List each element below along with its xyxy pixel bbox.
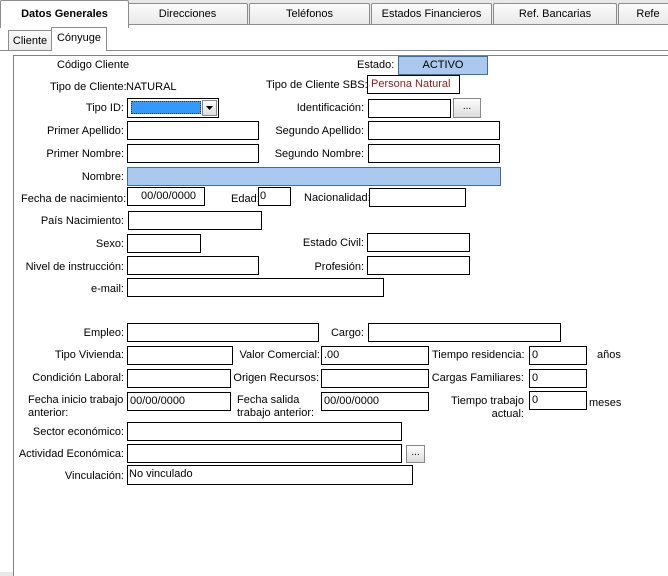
- tipo-cliente-sbs-field: Persona Natural: [367, 75, 460, 94]
- label-estado-civil: Estado Civil:: [302, 237, 364, 249]
- identificacion-lookup-button[interactable]: ...: [453, 98, 481, 118]
- valor-comercial-input[interactable]: .00: [321, 346, 429, 365]
- chevron-down-icon[interactable]: [202, 100, 217, 116]
- label-pais-nacimiento: País Nacimiento:: [40, 215, 124, 227]
- tiempo-residencia-input[interactable]: 0: [529, 346, 587, 365]
- actividad-economica-input[interactable]: [127, 444, 402, 463]
- nivel-instruccion-select[interactable]: [127, 256, 259, 275]
- label-meses: meses: [589, 397, 622, 409]
- label-valor-comercial: Valor Comercial:: [239, 349, 321, 361]
- label-origen-recursos: Origen Recursos:: [233, 372, 319, 384]
- identificacion-input[interactable]: [368, 99, 451, 118]
- sexo-select[interactable]: [127, 234, 201, 253]
- estado-civil-select[interactable]: [367, 233, 470, 252]
- label-tipo-vivienda: Tipo Vivienda:: [54, 349, 124, 361]
- label-tiempo-residencia: Tiempo residencia:: [432, 349, 525, 361]
- tab-referencias[interactable]: Refe: [618, 3, 668, 24]
- label-segundo-apellido: Segundo Apellido:: [275, 125, 364, 137]
- label-fecha-inicio-line2: anterior:: [28, 407, 69, 419]
- label-actividad-economica: Actividad Económica:: [18, 448, 124, 460]
- label-fecha-salida-line2: trabajo anterior:: [237, 407, 315, 419]
- label-tiempo-trabajo-line1: Tiempo trabajo: [451, 395, 524, 407]
- fecha-salida-trabajo-input[interactable]: 00/00/0000: [321, 392, 429, 411]
- subtab-conyuge[interactable]: Cónyuge: [51, 27, 107, 51]
- label-tipo-cliente-sbs: Tipo de Cliente SBS:: [266, 79, 368, 91]
- label-cargo: Cargo:: [330, 327, 364, 339]
- edad-input[interactable]: 0: [258, 187, 291, 206]
- actividad-economica-lookup-button[interactable]: ...: [406, 445, 425, 463]
- label-tipo-cliente: Tipo de Cliente:: [50, 81, 127, 93]
- pais-nacimiento-input[interactable]: [128, 211, 262, 230]
- label-vinculacion: Vinculación:: [64, 470, 124, 482]
- segundo-nombre-input[interactable]: [368, 144, 500, 163]
- label-estado: Estado:: [357, 59, 395, 71]
- profesion-input[interactable]: [367, 256, 470, 275]
- form-panel: [13, 55, 668, 576]
- label-nivel-instruccion: Nivel de instrucción:: [25, 261, 124, 273]
- primer-apellido-input[interactable]: [127, 121, 259, 140]
- label-primer-apellido: Primer Apellido:: [46, 125, 124, 137]
- label-tiempo-trabajo-line2: actual:: [491, 408, 524, 420]
- tipo-id-select[interactable]: [127, 98, 219, 118]
- fecha-inicio-trabajo-input[interactable]: 00/00/0000: [127, 392, 231, 411]
- label-email: e-mail:: [90, 283, 124, 295]
- label-identificacion: Identificación:: [296, 102, 364, 114]
- label-anos: años: [597, 349, 621, 361]
- label-profesion: Profesión:: [314, 261, 364, 273]
- label-fecha-inicio-line1: Fecha inicio trabajo: [28, 394, 124, 406]
- label-nombre: Nombre:: [81, 171, 124, 183]
- cargo-input[interactable]: [368, 323, 561, 342]
- vinculacion-select[interactable]: No vinculado: [127, 465, 413, 485]
- tab-ref-bancarias[interactable]: Ref. Bancarias: [493, 3, 617, 24]
- tiempo-trabajo-input[interactable]: 0: [529, 391, 587, 410]
- label-condicion-laboral: Condición Laboral:: [32, 372, 124, 384]
- empleo-input[interactable]: [127, 323, 319, 342]
- label-codigo-cliente: Código Cliente: [57, 59, 130, 71]
- label-nacionalidad: Nacionalidad:: [304, 192, 371, 204]
- fecha-nacimiento-input[interactable]: 00/00/0000: [127, 187, 205, 206]
- estado-field: ACTIVO: [398, 56, 488, 75]
- tab-direcciones[interactable]: Direcciones: [127, 3, 248, 24]
- label-segundo-nombre: Segundo Nombre:: [274, 148, 364, 160]
- cargas-familiares-input[interactable]: 0: [529, 369, 587, 388]
- label-fecha-nacimiento: Fecha de nacimiento:: [21, 193, 127, 205]
- nombre-field: [127, 167, 501, 186]
- label-sector-economico: Sector económico:: [32, 426, 124, 438]
- email-input[interactable]: [127, 278, 384, 297]
- tab-estados-financieros[interactable]: Estados Financieros: [371, 3, 492, 24]
- sector-economico-select[interactable]: [127, 422, 402, 441]
- label-primer-nombre: Primer Nombre:: [46, 148, 124, 160]
- label-tipo-id: Tipo ID:: [85, 102, 124, 114]
- label-sexo: Sexo:: [95, 238, 124, 250]
- primer-nombre-input[interactable]: [127, 144, 259, 163]
- nacionalidad-input[interactable]: [369, 188, 466, 207]
- label-cargas-familiares: Cargas Familiares:: [431, 372, 524, 384]
- segundo-apellido-input[interactable]: [368, 121, 500, 140]
- label-empleo: Empleo:: [83, 327, 124, 339]
- label-fecha-salida-line1: Fecha salida: [237, 394, 300, 406]
- condicion-laboral-select[interactable]: [127, 369, 231, 388]
- tipo-cliente-value: NATURAL: [126, 81, 177, 93]
- tipo-vivienda-select[interactable]: [127, 346, 233, 365]
- origen-recursos-input[interactable]: [321, 369, 429, 388]
- tab-telefonos[interactable]: Teléfonos: [249, 3, 370, 24]
- subtab-cliente[interactable]: Cliente: [8, 30, 52, 50]
- label-edad: Edad:: [231, 193, 260, 205]
- tab-datos-generales[interactable]: Datos Generales: [0, 0, 129, 28]
